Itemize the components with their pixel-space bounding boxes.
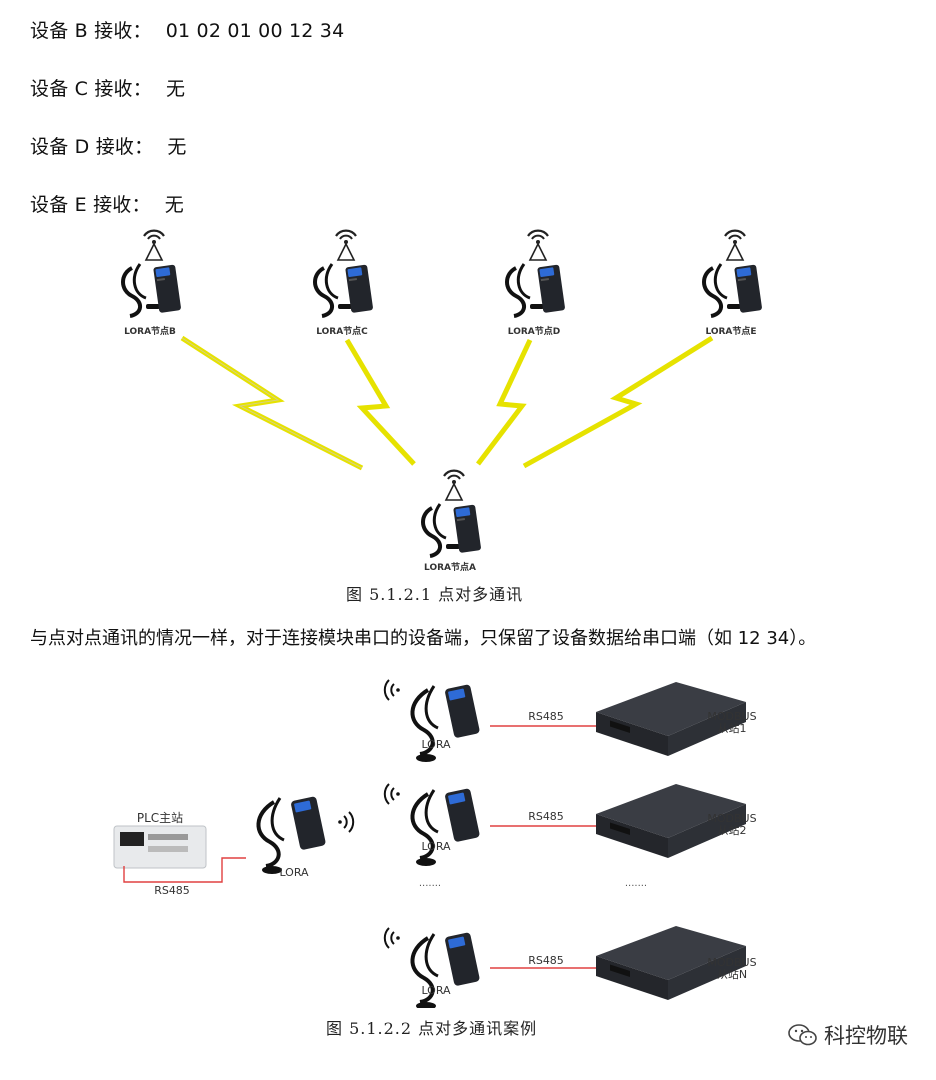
figure2-caption: 图 5.1.2.2 点对多通讯案例: [326, 1019, 538, 1038]
antenna-icon: [142, 229, 166, 262]
wifi-icon: [383, 927, 401, 949]
receive-label: 设备 C 接收：: [30, 78, 152, 100]
receive-label: 设备 E 接收：: [30, 194, 151, 216]
lora-label: LORA: [421, 738, 451, 751]
wifi-icon: [383, 679, 401, 701]
watermark: 科控物联: [788, 1020, 908, 1050]
node-label-d: LORA节点D: [508, 325, 560, 337]
lora-module-icon: [256, 794, 329, 876]
receive-value: 01 02 01 00 12 34: [165, 20, 345, 42]
watermark-text: 科控物联: [824, 1024, 908, 1048]
lora-label-master: LORA: [279, 866, 309, 879]
lora-module-icon: [421, 502, 484, 558]
slave-label-line1: MODBUS: [707, 956, 756, 969]
lora-module-icon: [410, 786, 483, 868]
receive-line-b: 设备 B 接收： 01 02 01 00 12 34: [30, 16, 344, 43]
receive-value: 无: [167, 136, 187, 158]
plc-master-label: PLC主站: [137, 811, 183, 825]
antenna-icon: [526, 229, 550, 262]
slave-label-line1: MODBUS: [707, 710, 756, 723]
ellipsis-right: .......: [625, 878, 647, 889]
lora-label: LORA: [421, 984, 451, 997]
lightning-icon: [344, 338, 416, 466]
rs485-link-master: [123, 857, 246, 883]
lightning-icon: [522, 335, 714, 469]
wifi-icon: [337, 811, 355, 833]
rs485-label: RS485: [528, 710, 564, 723]
body-paragraph: 与点对点通讯的情况一样，对于连接模块串口的设备端，只保留了设备数据给串口端（如 …: [30, 628, 817, 649]
lora-module-icon: [702, 262, 765, 318]
lora-module-icon: [313, 262, 376, 318]
plc-master: [113, 825, 207, 869]
receive-value: 无: [165, 78, 186, 100]
wifi-icon: [383, 783, 401, 805]
receive-line-d: 设备 D 接收： 无: [30, 132, 187, 159]
figure-modbus-case: PLC主站 RS485 LORA LORA RS485 MODBUS 从站1 L…: [113, 679, 757, 1008]
rs485-label-master: RS485: [154, 884, 190, 897]
figure1-caption: 图 5.1.2.1 点对多通讯: [346, 585, 524, 604]
rs485-label: RS485: [528, 954, 564, 967]
antenna-icon: [442, 469, 466, 502]
figure-point-to-multipoint: LORA节点B LORA节点C LORA节点D LORA节点E LORA节点A: [121, 229, 765, 573]
antenna-icon: [334, 229, 358, 262]
node-label-c: LORA节点C: [316, 325, 368, 337]
receive-label: 设备 D 接收：: [30, 136, 154, 158]
slave-label-line2: 从站N: [717, 967, 747, 981]
ellipsis-left: .......: [419, 878, 441, 889]
wechat-icon: [788, 1024, 817, 1046]
rs485-label: RS485: [528, 810, 564, 823]
lora-module-icon: [121, 262, 184, 318]
slave-label-line2: 从站2: [718, 823, 747, 837]
receive-line-e: 设备 E 接收： 无: [30, 190, 184, 217]
lora-label: LORA: [421, 840, 451, 853]
receive-label: 设备 B 接收：: [30, 20, 152, 42]
antenna-icon: [723, 229, 747, 262]
node-label-e: LORA节点E: [705, 325, 756, 337]
lora-module-icon: [505, 262, 568, 318]
slave-label-line1: MODBUS: [707, 812, 756, 825]
receive-line-c: 设备 C 接收： 无: [30, 74, 185, 101]
receive-value: 无: [164, 194, 184, 216]
lightning-icon: [180, 335, 364, 471]
node-label-a: LORA节点A: [424, 561, 476, 573]
slave-label-line2: 从站1: [718, 721, 747, 735]
lightning-icon: [476, 338, 533, 466]
node-label-b: LORA节点B: [124, 325, 176, 337]
